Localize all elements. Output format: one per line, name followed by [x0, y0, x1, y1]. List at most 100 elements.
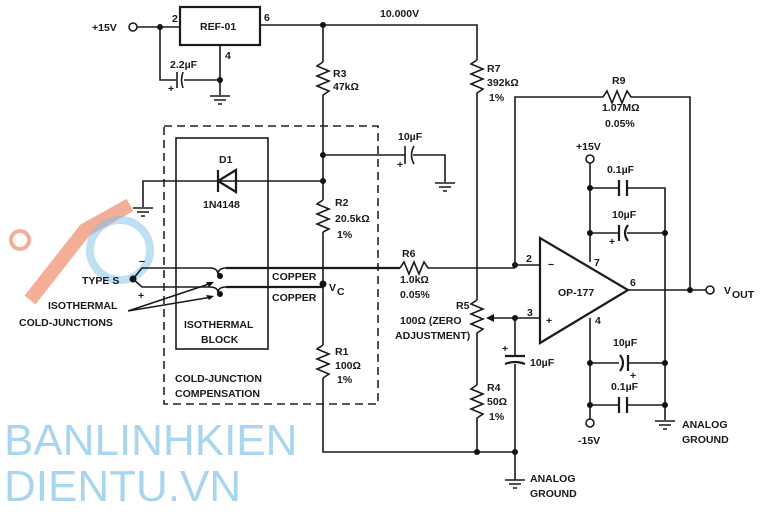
ground-icon	[210, 95, 230, 105]
r5-value2: ADJUSTMENT)	[395, 330, 470, 342]
ground-icon	[655, 420, 675, 430]
cap-polarity: +	[397, 159, 403, 171]
vout-sub: OUT	[732, 289, 755, 301]
potentiometer-r5	[468, 299, 486, 385]
cap-label: 10µF	[530, 357, 555, 369]
arrow-icon	[127, 282, 213, 312]
vout-label: V	[724, 285, 731, 297]
d1-name: D1	[219, 154, 233, 166]
cjc-label: COLD-JUNCTION	[175, 373, 262, 385]
r4-tol: 1%	[489, 411, 505, 423]
cjc-label: COMPENSATION	[175, 388, 260, 400]
r2-name: R2	[335, 197, 349, 209]
iso-cj-label: COLD-JUNCTIONS	[19, 317, 113, 329]
cap-label: 10µF	[612, 209, 637, 221]
opamp-op177	[538, 236, 631, 345]
r6-tol: 0.05%	[400, 289, 430, 301]
analog-ground-label: ANALOG	[682, 419, 728, 431]
r2-tol: 1%	[337, 229, 353, 241]
resistor-r4	[468, 384, 486, 452]
pin-label: 6	[264, 12, 270, 24]
capacitor-10u-decouple	[404, 145, 415, 165]
watermark-logo-icon	[9, 198, 154, 305]
pos-supply-label: +15V	[92, 22, 117, 34]
cap-label: 0.1µF	[607, 164, 635, 176]
r9-value: 1.07MΩ	[602, 102, 640, 114]
copper-label: COPPER	[272, 271, 317, 283]
r7-tol: 1%	[489, 92, 505, 104]
cap-label: 10µF	[613, 337, 638, 349]
r6-value: 1.0kΩ	[400, 274, 429, 286]
ref01-chip	[178, 5, 262, 47]
pin-label: 6	[630, 277, 636, 289]
thermocouple-label: TYPE S	[82, 275, 119, 287]
ground-icon	[505, 479, 525, 489]
opamp-pos-terminal	[585, 154, 595, 164]
pin-label: 3	[527, 307, 533, 319]
r5-value: 100Ω (ZERO	[400, 315, 462, 327]
capacitor-10u-zero	[504, 354, 526, 366]
inverting-sign: −	[548, 259, 554, 271]
iso-block-label: ISOTHERMAL	[184, 319, 254, 331]
diode-d1	[215, 168, 238, 194]
opamp-pos-supply-label: +15V	[576, 141, 601, 153]
watermark-text: BANLINHKIENDIENTU.VN	[4, 416, 298, 511]
analog-ground-label: GROUND	[682, 434, 729, 446]
pin-label: 2	[526, 253, 532, 265]
r4-value: 50Ω	[487, 396, 507, 408]
r4-name: R4	[487, 382, 501, 394]
opamp-label: OP-177	[558, 287, 594, 299]
d1-part: 1N4148	[203, 199, 240, 211]
cap-polarity: +	[168, 83, 174, 95]
capacitor-2u2	[176, 71, 184, 89]
cap-label: 10µF	[398, 131, 423, 143]
plus-sign: +	[138, 290, 144, 302]
cap-polarity: +	[630, 370, 636, 382]
cap-label: 0.1µF	[611, 381, 639, 393]
neg-supply-label: -15V	[578, 435, 600, 447]
cap-polarity: +	[609, 236, 615, 248]
minus-sign: −	[139, 256, 145, 268]
pin-label: 2	[172, 13, 178, 25]
iso-cj-label: ISOTHERMAL	[48, 300, 118, 312]
resistor-r1	[314, 344, 332, 379]
r2-value: 20.5kΩ	[335, 213, 370, 225]
capacitor-10u-neg	[619, 354, 630, 372]
resistor-r6	[399, 259, 515, 277]
r1-value: 100Ω	[335, 360, 361, 372]
iso-block-label: BLOCK	[201, 334, 239, 346]
resistor-r9	[514, 88, 691, 290]
r9-name: R9	[612, 75, 626, 87]
resistor-r3	[314, 61, 332, 100]
neg-supply-terminal	[585, 418, 595, 428]
analog-ground-label: GROUND	[530, 488, 577, 500]
resistor-r7	[468, 59, 486, 300]
r5-name: R5	[456, 300, 470, 312]
r1-name: R1	[335, 346, 349, 358]
isothermal-block-box	[175, 137, 269, 350]
pos-supply-terminal	[128, 22, 138, 32]
vc-label: V	[329, 282, 336, 294]
cap-label: 2.2µF	[170, 59, 198, 71]
r7-value: 392kΩ	[487, 77, 519, 89]
r9-tol: 0.05%	[605, 118, 635, 130]
r3-name: R3	[333, 68, 347, 80]
noninverting-sign: +	[546, 315, 552, 327]
reference-voltage-label: 10.000V	[380, 8, 419, 20]
copper-label: COPPER	[272, 292, 317, 304]
r1-tol: 1%	[337, 374, 353, 386]
ref01-label: REF-01	[200, 21, 236, 33]
ground-icon	[435, 182, 455, 192]
capacitor-10u-pos	[617, 224, 629, 242]
r6-name: R6	[402, 248, 416, 260]
analog-ground-label: ANALOG	[530, 473, 576, 485]
ground-icon	[133, 207, 153, 217]
pin-label: 7	[594, 257, 600, 269]
r3-value: 47kΩ	[333, 81, 359, 93]
pin-label: 4	[595, 315, 601, 327]
vout-terminal	[705, 285, 715, 295]
r7-name: R7	[487, 63, 501, 75]
pin-label: 4	[225, 50, 231, 62]
